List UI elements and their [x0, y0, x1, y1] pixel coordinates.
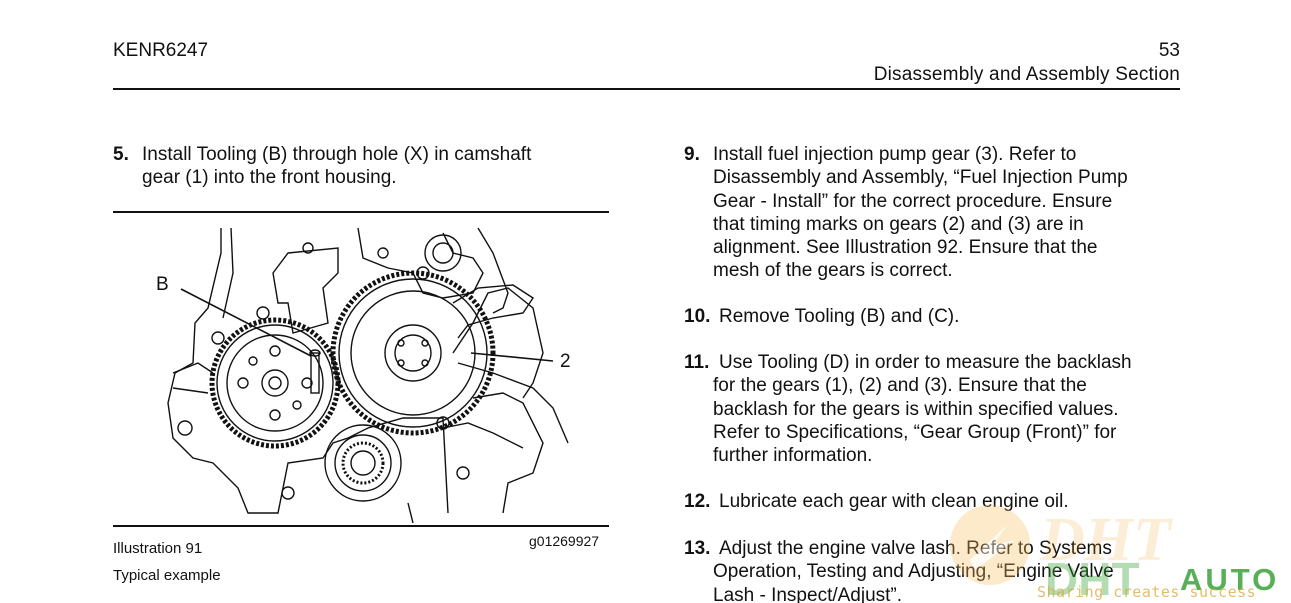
step-text-line: Remove Tooling (B) and (C).	[719, 306, 960, 327]
step-text-line: Lubricate each gear with clean engine oi…	[719, 491, 1069, 512]
svg-text:DHT: DHT	[1045, 553, 1140, 603]
step-text-line: Operation, Testing and Adjusting, “Engin…	[713, 561, 1114, 583]
callout-2: 2	[560, 351, 571, 372]
step-text-line: for the gears (1), (2) and (3). Ensure t…	[713, 375, 1087, 397]
step-13: 13. Adjust the engine valve lash. Refer …	[684, 537, 1184, 603]
header-divider	[113, 88, 1180, 90]
step-number: 9.	[684, 144, 700, 165]
step-number: 10.	[684, 306, 711, 327]
step-10: 10. Remove Tooling (B) and (C).	[684, 305, 1184, 328]
step-text-line: Install Tooling (B) through hole (X) in …	[142, 144, 532, 165]
step-number: 5.	[113, 144, 129, 165]
step-text-line: Refer to Specifications, “Gear Group (Fr…	[713, 421, 1117, 443]
step-text-line: gear (1) into the front housing.	[142, 167, 397, 189]
step-text-line: further information.	[713, 445, 873, 467]
step-12: 12. Lubricate each gear with clean engin…	[684, 490, 1184, 513]
step-text-line: Lash - Inspect/Adjust”.	[713, 584, 903, 603]
illustration-caption: Illustration 91	[113, 540, 203, 557]
step-text-line: that timing marks on gears (2) and (3) a…	[713, 213, 1084, 235]
step-text-line: alignment. See Illustration 92. Ensure t…	[713, 237, 1098, 259]
page-number: 53	[1158, 40, 1180, 61]
step-number: 11.	[684, 352, 710, 373]
engine-gear-illustration	[167, 227, 569, 524]
step-number: 12.	[684, 491, 711, 512]
illustration-subtitle: Typical example	[113, 567, 221, 584]
step-text-line: backlash for the gears is within specifi…	[713, 398, 1119, 420]
step-text-line: Gear - Install” for the correct procedur…	[713, 190, 1113, 212]
svg-text:DHT: DHT	[1039, 506, 1173, 574]
callout-b: B	[156, 274, 169, 295]
step-text-line: Adjust the engine valve lash. Refer to S…	[719, 538, 1112, 559]
step-text-line: Use Tooling (D) in order to measure the …	[719, 352, 1132, 373]
figure-top-rule	[113, 211, 609, 213]
document-id: KENR6247	[113, 40, 209, 61]
section-title: Disassembly and Assembly Section	[873, 64, 1180, 85]
step-11: 11. Use Tooling (D) in order to measure …	[684, 351, 1184, 467]
watermark-tagline: Sharing creates success	[1037, 583, 1257, 601]
watermark-logo: DHT DHT	[950, 505, 1173, 603]
illustration-code: g01269927	[529, 533, 600, 549]
figure-bottom-rule	[113, 525, 609, 527]
step-text-line: Disassembly and Assembly, “Fuel Injectio…	[713, 167, 1128, 189]
watermark-brand: AUTO	[1180, 562, 1280, 597]
step-text-line: Install fuel injection pump gear (3). Re…	[713, 144, 1077, 165]
step-number: 13.	[684, 538, 711, 559]
step-9: 9. Install fuel injection pump gear (3).…	[684, 143, 1184, 283]
step-5: 5. Install Tooling (B) through hole (X) …	[113, 143, 613, 190]
step-text-line: mesh of the gears is correct.	[713, 260, 953, 282]
